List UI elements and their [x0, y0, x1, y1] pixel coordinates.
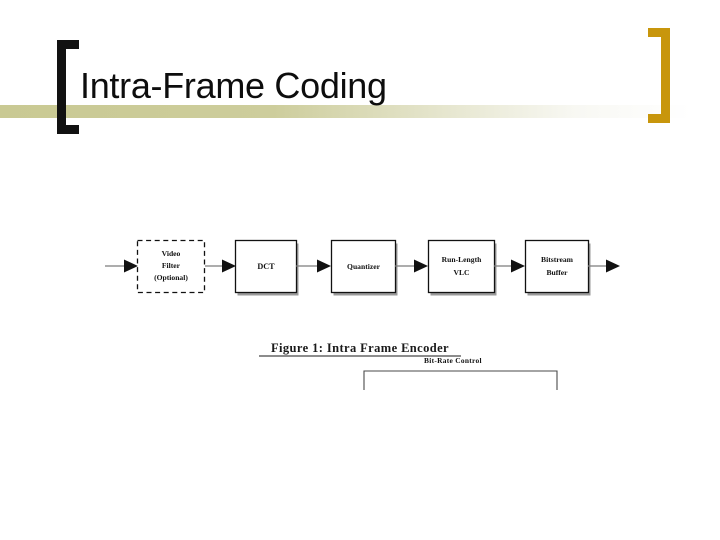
- block-bitstream-buffer-line2: Buffer: [546, 268, 568, 277]
- block-video-filter: [136, 239, 206, 294]
- block-dct: [234, 239, 298, 294]
- block-run-length-vlc: [427, 239, 496, 294]
- block-run-length-vlc-line2: VLC: [453, 268, 469, 277]
- encoder-block-diagram: Bit-Rate Control Video Filter (Optional)…: [105, 239, 620, 390]
- page-title: Intra-Frame Coding: [80, 65, 387, 106]
- block-dct-label: DCT: [257, 262, 275, 271]
- bit-rate-control-wire: [363, 370, 558, 390]
- arrowhead-vlc-to-buffer: [511, 259, 525, 273]
- block-bitstream-buffer-line1: Bitstream: [541, 255, 574, 264]
- arrowhead-quantizer-to-vlc: [414, 259, 428, 273]
- block-run-length-vlc-line1: Run-Length: [442, 255, 482, 264]
- arrowhead-dct-to-quantizer: [317, 259, 331, 273]
- arrowhead-filter-to-dct: [222, 259, 236, 273]
- block-bitstream-buffer: [524, 239, 590, 294]
- title-accent-band: [0, 105, 720, 118]
- input-arrowhead: [124, 259, 138, 273]
- bit-rate-control-label: Bit-Rate Control: [424, 356, 482, 365]
- output-arrowhead: [606, 259, 620, 273]
- block-video-filter-line1: Video: [162, 249, 181, 258]
- right-bracket-decoration: [648, 28, 670, 123]
- block-video-filter-line3: (Optional): [154, 273, 188, 282]
- figure-caption: Figure 1: Intra Frame Encoder: [271, 341, 449, 355]
- block-video-filter-line2: Filter: [162, 261, 181, 270]
- figure-intra-frame-encoder: Bit-Rate Control Video Filter (Optional)…: [0, 160, 720, 390]
- left-bracket-decoration: [57, 40, 79, 134]
- block-quantizer-label: Quantizer: [347, 262, 381, 271]
